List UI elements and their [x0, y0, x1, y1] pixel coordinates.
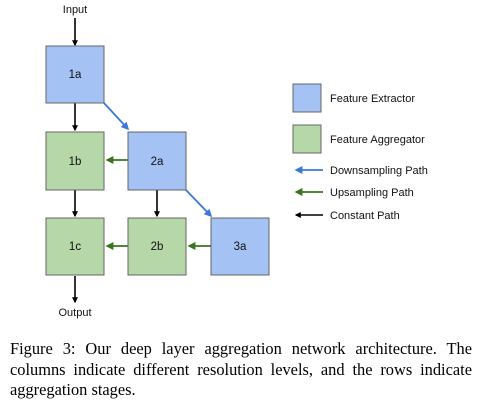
node-1b-box — [45, 131, 105, 191]
legend-upsampling-label: Upsampling Path — [330, 187, 414, 199]
legend-item-constant: Constant Path — [294, 210, 400, 222]
node-3a-label: 3a — [234, 241, 247, 253]
node-1c: 1c — [45, 217, 105, 276]
node-3a: 3a — [210, 217, 270, 276]
node-3a-box — [210, 217, 270, 276]
legend-item-feature-aggregator: Feature Aggregator — [292, 124, 425, 154]
edge-1a-2a — [103, 102, 130, 131]
legend-item-upsampling: Upsampling Path — [294, 187, 414, 199]
legend: Feature Extractor Feature Aggregator Dow… — [292, 83, 428, 222]
figure-caption: Figure 3: Our deep layer aggregation net… — [10, 339, 472, 399]
node-1c-box — [45, 217, 105, 276]
edge-2a-3a — [185, 189, 213, 218]
legend-aggregator-swatch — [292, 124, 322, 154]
input-label: Input — [63, 4, 87, 16]
node-1a: 1a — [45, 45, 105, 104]
node-1b-label: 1b — [69, 156, 82, 168]
node-2a-box — [127, 131, 187, 191]
legend-extractor-label: Feature Extractor — [330, 93, 415, 105]
node-2a: 2a — [127, 131, 187, 191]
node-1a-box — [45, 45, 105, 104]
node-1b: 1b — [45, 131, 105, 191]
legend-downsampling-label: Downsampling Path — [330, 165, 428, 177]
legend-extractor-swatch — [292, 83, 322, 113]
architecture-diagram: Input Output 1a 1b 2a 1c 2b 3a Feature E… — [45, 4, 428, 319]
legend-item-downsampling: Downsampling Path — [294, 165, 428, 177]
legend-constant-label: Constant Path — [330, 210, 400, 222]
node-2b: 2b — [127, 217, 187, 276]
node-2b-label: 2b — [151, 241, 164, 253]
legend-aggregator-label: Feature Aggregator — [330, 134, 425, 146]
node-2a-label: 2a — [151, 156, 164, 168]
legend-item-feature-extractor: Feature Extractor — [292, 83, 415, 113]
node-1a-label: 1a — [69, 69, 82, 81]
node-2b-box — [127, 217, 187, 276]
node-1c-label: 1c — [69, 241, 81, 253]
output-label: Output — [58, 307, 91, 319]
